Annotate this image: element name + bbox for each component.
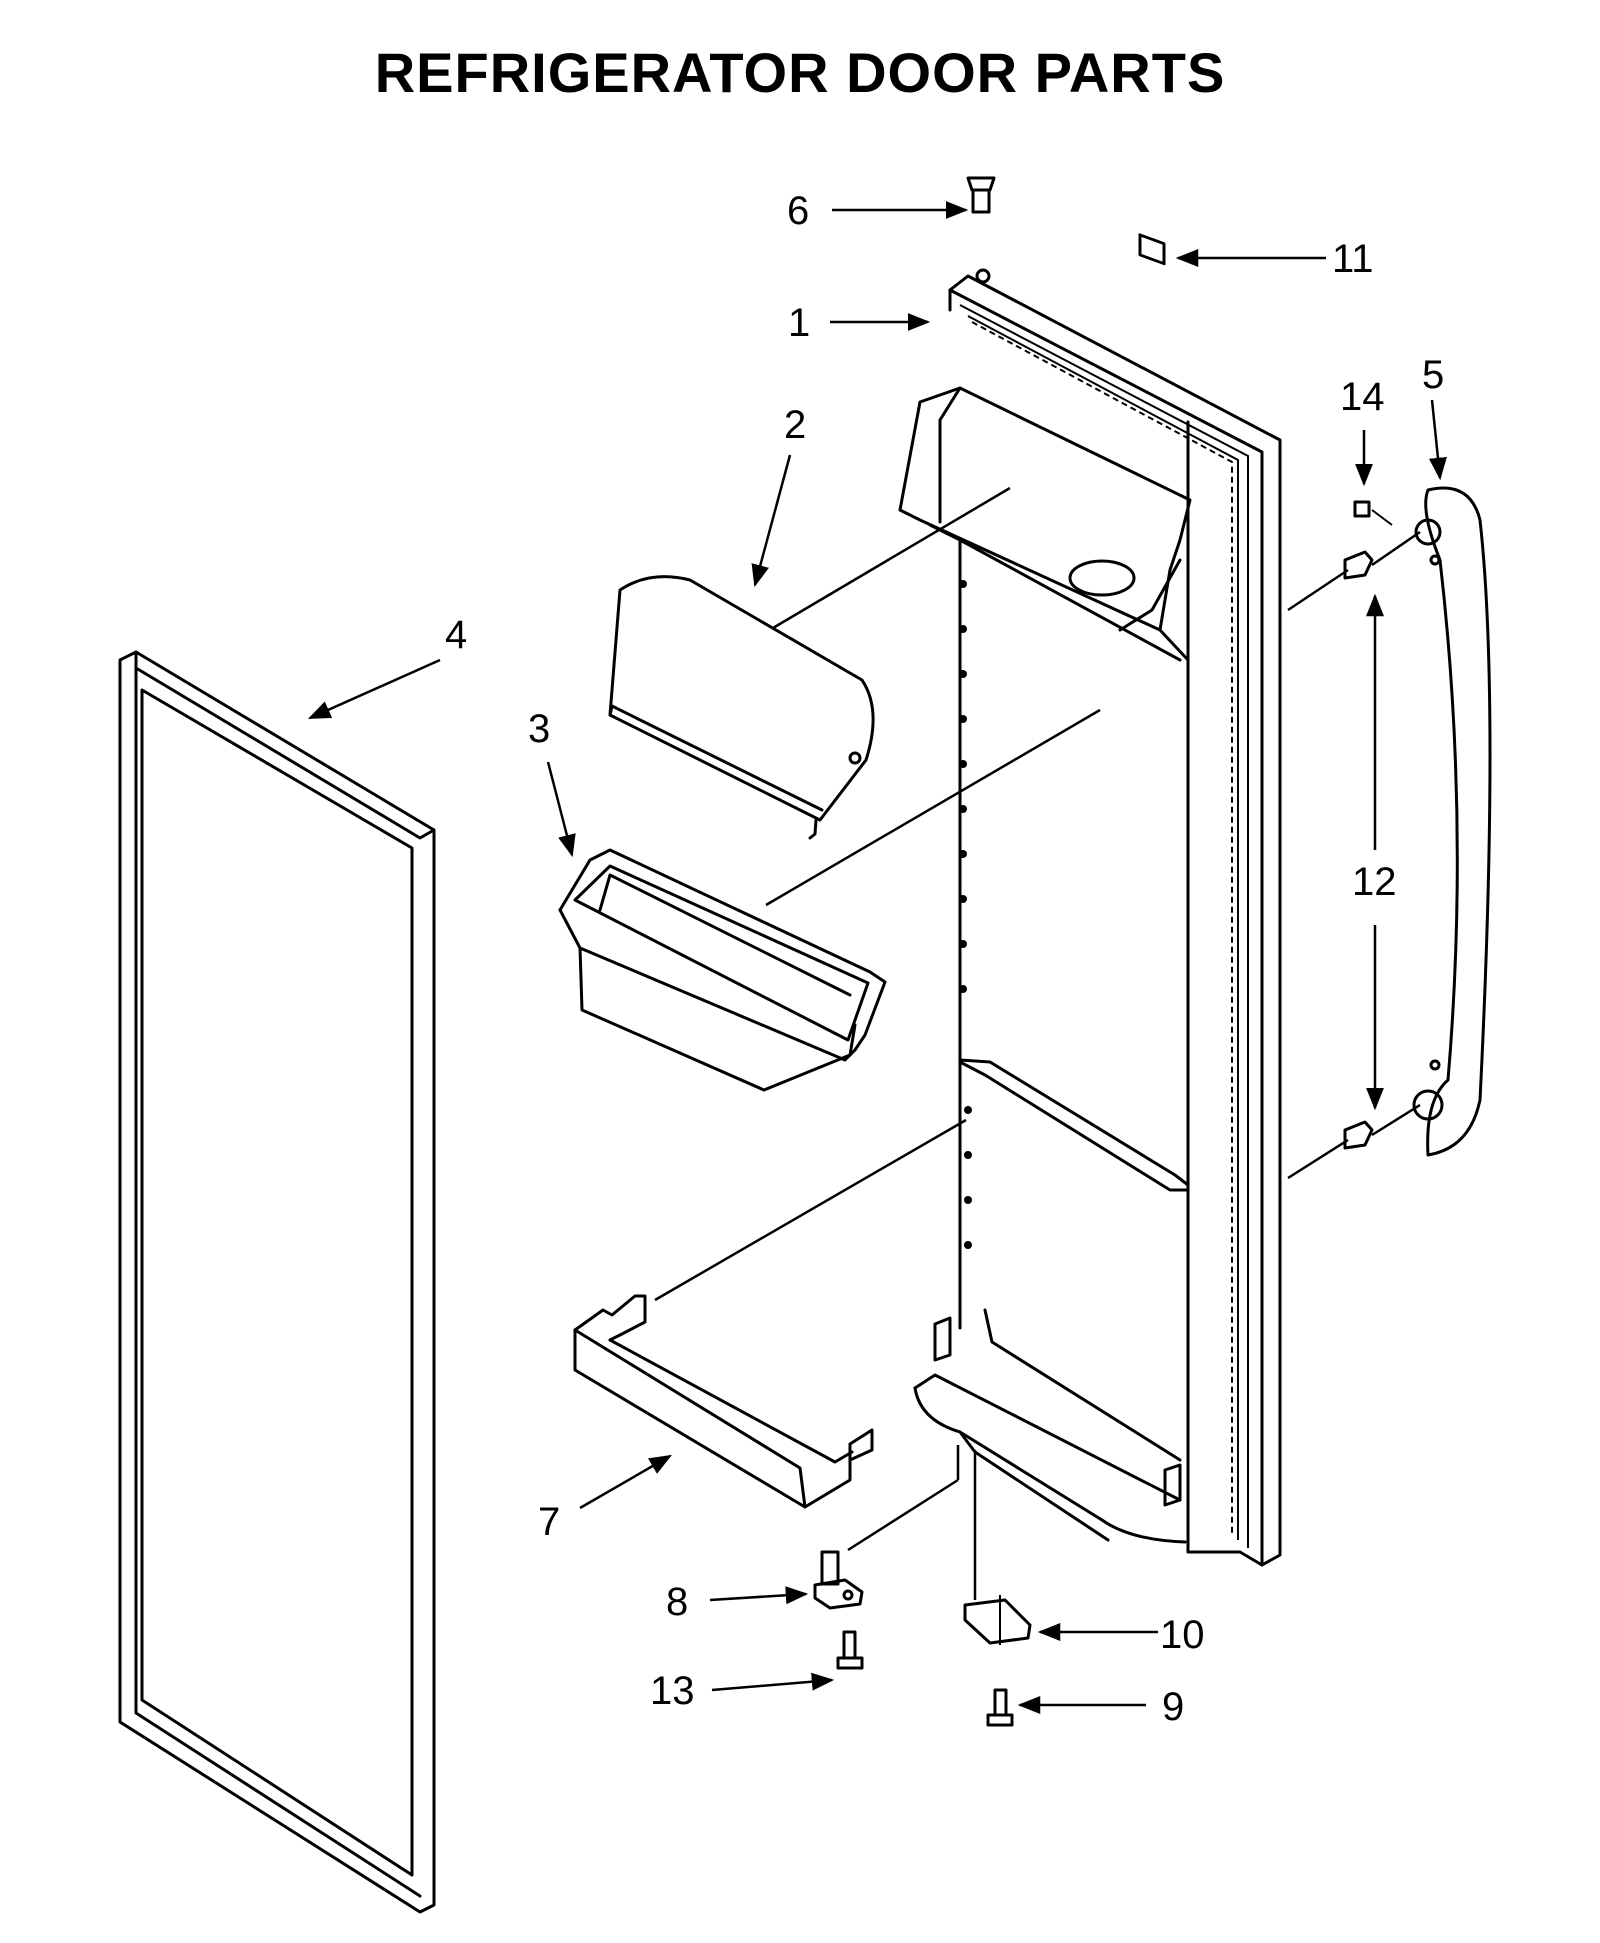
label-part-11 [1138, 233, 1166, 266]
hinge-pin-part-8 [813, 1550, 864, 1610]
door-gasket-part-4 [118, 650, 436, 1914]
callout-11: 11 [1332, 237, 1374, 281]
door-handle-part-5 [1412, 486, 1492, 1157]
callout-10: 10 [1160, 1613, 1205, 1657]
screw-part-13 [836, 1630, 864, 1670]
callout-9: 9 [1162, 1685, 1184, 1729]
callout-14: 14 [1340, 375, 1385, 419]
door-bin-part-3 [558, 848, 887, 1092]
screw-part-9 [986, 1688, 1014, 1727]
assembly-lines [654, 486, 1101, 1600]
callout-7: 7 [538, 1500, 560, 1544]
door-assembly-part-1 [898, 274, 1282, 1567]
door-shelf-part-7 [573, 1294, 874, 1509]
callout-12: 12 [1352, 860, 1397, 904]
callout-8: 8 [666, 1580, 688, 1624]
callout-5: 5 [1422, 353, 1444, 397]
callout-2: 2 [784, 403, 806, 447]
callout-labels: 1 2 3 4 5 6 7 8 9 10 11 12 13 14 [445, 189, 1444, 1729]
callout-1: 1 [788, 301, 810, 345]
callout-arrows [307, 201, 1447, 1714]
callout-6: 6 [787, 189, 809, 233]
callout-4: 4 [445, 613, 467, 657]
set-screw-part-14 [1353, 500, 1393, 526]
page-title: REFRIGERATOR DOOR PARTS [374, 41, 1226, 104]
handle-studs-part-12 [1287, 530, 1421, 1180]
dairy-door-part-2 [608, 575, 875, 840]
callout-13: 13 [650, 1669, 695, 1713]
callout-3: 3 [528, 707, 550, 751]
hinge-bracket-part-10 [963, 1595, 1032, 1645]
door-plug-part-6 [966, 176, 996, 284]
